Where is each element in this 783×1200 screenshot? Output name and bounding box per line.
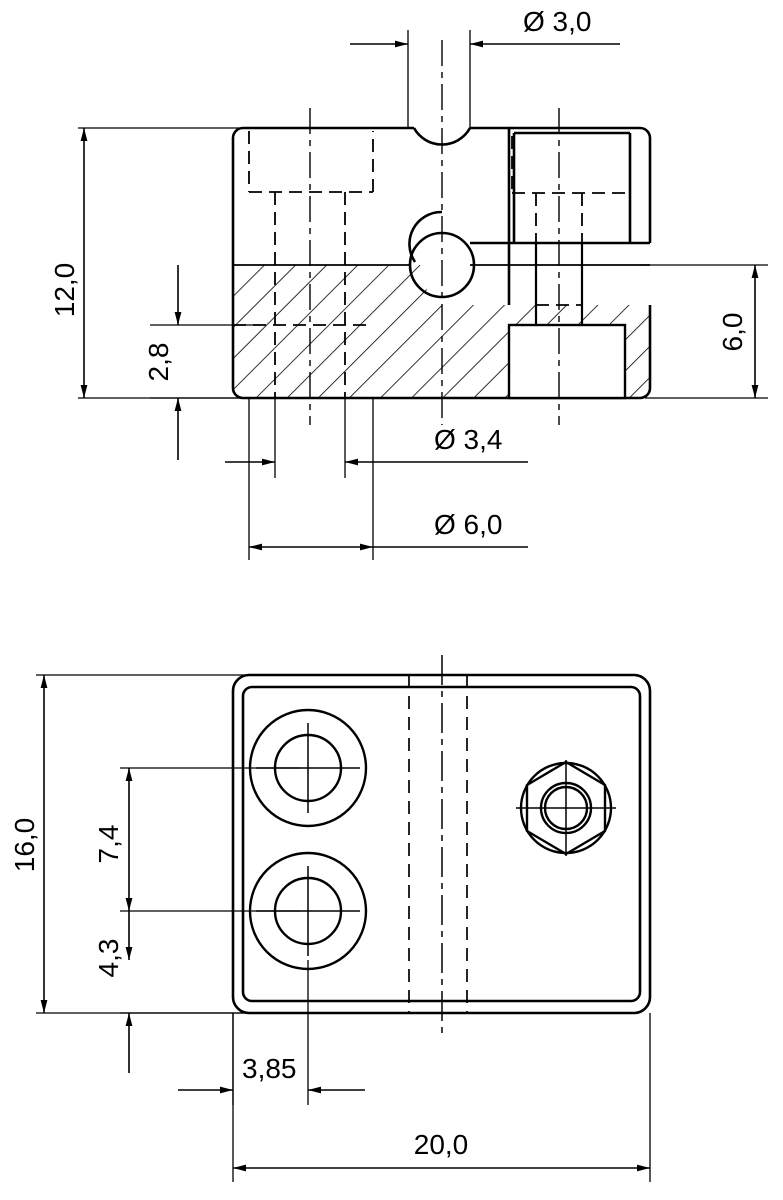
centre-lines xyxy=(309,40,560,425)
dim-plan-height: 16,0 xyxy=(9,674,245,1014)
plan-view-dimensions: 16,0 7,4 4,3 3,85 xyxy=(9,674,651,1182)
dim-label-counterbore-dia: Ø 6,0 xyxy=(434,509,502,540)
dim-hole-spacing: 7,4 xyxy=(93,767,300,912)
dim-through-hole-dia: Ø 3,4 xyxy=(225,398,528,478)
dim-label-hole-to-edge: 4,3 xyxy=(93,939,124,978)
dim-label-lower-height: 6,0 xyxy=(717,313,748,352)
dim-label-counterbore-depth: 2,8 xyxy=(143,343,174,382)
plan-view xyxy=(231,655,652,1035)
dim-label-plan-width: 20,0 xyxy=(414,1129,469,1160)
section-view xyxy=(231,40,652,425)
screw-shank xyxy=(534,243,584,325)
dim-slot-width: Ø 3,0 xyxy=(350,6,620,128)
dim-label-slot-width: Ø 3,0 xyxy=(523,6,591,37)
section-view-dimensions: Ø 3,0 12,0 2,8 6,0 xyxy=(49,6,768,560)
dim-label-through-hole-dia: Ø 3,4 xyxy=(434,424,502,455)
dim-overall-height: 12,0 xyxy=(49,127,245,399)
dim-hole-from-left: 3,85 xyxy=(178,960,365,1105)
dim-label-plan-height: 16,0 xyxy=(9,818,40,873)
dim-counterbore-depth: 2,8 xyxy=(143,265,260,460)
dim-counterbore-dia: Ø 6,0 xyxy=(248,398,528,560)
dim-plan-width: 20,0 xyxy=(232,1013,651,1182)
plan-hidden-lines xyxy=(408,675,468,1013)
dim-label-overall-height: 12,0 xyxy=(49,263,80,318)
dim-lower-height: 6,0 xyxy=(640,264,768,399)
dim-hole-to-edge: 4,3 xyxy=(93,911,300,1073)
plan-centre-marks xyxy=(256,723,616,956)
dim-label-hole-from-left: 3,85 xyxy=(242,1053,297,1084)
dim-label-hole-spacing: 7,4 xyxy=(93,825,124,864)
nut-recess xyxy=(507,323,627,400)
